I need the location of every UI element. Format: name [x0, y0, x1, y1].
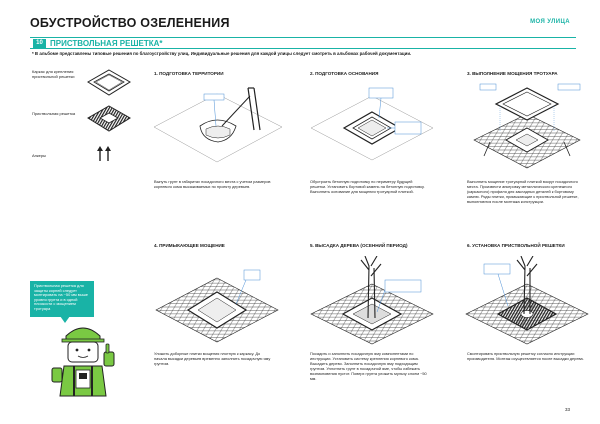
- step-2-text: Обустроить бетонную подготовку по периме…: [310, 179, 425, 194]
- step-1-text: Вынуть грунт в габаритах посадочного мес…: [154, 179, 271, 189]
- step-3-title: 3. ВЫПОЛНЕНИЕ МОЩЕНИЯ ТРОТУАРА: [467, 71, 558, 76]
- brand-label: МОЯ УЛИЦА: [530, 19, 570, 25]
- step-6-text: Смонтировать приствольную решетку соглас…: [467, 351, 584, 361]
- callout-tail: [60, 316, 70, 323]
- step-3-text: Выполнить мощение тротуарной плиткой вок…: [467, 179, 579, 204]
- legend-label-frame: Каркас для крепления приствольной решетк…: [32, 69, 75, 79]
- page-title: ОБУСТРОЙСТВО ОЗЕЛЕНЕНИЯ: [30, 16, 230, 30]
- step-3-illustration: [473, 83, 581, 169]
- step-1-illustration: [153, 87, 283, 163]
- legend-label-anchors: Анкеры: [32, 153, 46, 158]
- step-2-illustration: [310, 87, 434, 161]
- page-number: 33: [564, 407, 570, 412]
- callout-note: Приствольная решетка для защиты корней с…: [30, 281, 94, 317]
- frame-icon: [87, 69, 131, 96]
- step-1-title: 1. ПОДГОТОВКА ТЕРРИТОРИИ: [154, 71, 224, 76]
- step-4-title: 4. ПРИМЫКАЮЩЕЕ МОЩЕНИЕ: [154, 243, 225, 248]
- step-6-title: 6. УСТАНОВКА ПРИСТВОЛЬНОЙ РЕШЕТКИ: [467, 243, 565, 248]
- step-4-illustration: [155, 269, 279, 343]
- step-5-illustration: [310, 256, 434, 345]
- grate-icon: [87, 105, 131, 132]
- step-6-illustration: [465, 256, 589, 345]
- section-note: * В альбоме представлены типовые решения…: [32, 51, 412, 56]
- section-header: 10 ПРИСТВОЛЬНАЯ РЕШЕТКА*: [30, 37, 576, 49]
- worker-mascot-icon: [51, 327, 115, 397]
- step-2-title: 2. ПОДГОТОВКА ОСНОВАНИЯ: [310, 71, 379, 76]
- anchor-icon: [97, 146, 111, 161]
- section-title: ПРИСТВОЛЬНАЯ РЕШЕТКА*: [50, 39, 163, 48]
- step-4-text: Уложить доборные плитки мощения плотную …: [154, 351, 271, 366]
- step-5-text: Посадить и заполнить посадочную яму комп…: [310, 351, 427, 381]
- legend-label-grate: Приствольная решетка: [32, 111, 76, 116]
- step-5-title: 5. ВЫСАДКА ДЕРЕВА (ОСЕННИЙ ПЕРИОД): [310, 243, 408, 248]
- section-number: 10: [33, 39, 46, 48]
